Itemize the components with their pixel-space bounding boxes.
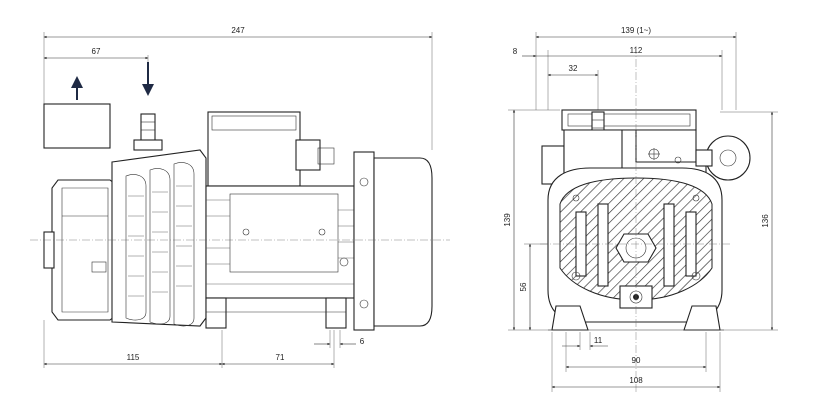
- dim-foot-offset-label: 115: [127, 353, 140, 362]
- motor-body: [205, 185, 355, 299]
- dimension-foot-spacing: 71: [221, 330, 335, 368]
- dimension-inlet-offset: 67: [43, 47, 149, 95]
- dim-height-right-label: 136: [761, 214, 770, 228]
- side-view: 247 67: [30, 26, 450, 368]
- dimension-top-width: 8 112: [513, 46, 723, 110]
- dim-base-width-label: 108: [629, 376, 643, 385]
- dim-axis-height-label: 56: [519, 282, 528, 291]
- screw-icon: [572, 194, 580, 202]
- dimension-base-width: 108: [551, 332, 721, 392]
- dim-overall-width-label: 139 (1~): [621, 26, 651, 35]
- screw-icon: [359, 177, 369, 187]
- exhaust-box: [43, 103, 111, 149]
- screw-icon: [692, 194, 700, 202]
- dimension-overall-width: 139 (1~): [535, 26, 737, 110]
- finned-pump-housing: [111, 149, 207, 327]
- screw-icon: [359, 299, 369, 309]
- screw-icon: [339, 257, 349, 267]
- end-mounting-feet: [548, 305, 724, 331]
- dim-overall-height-label: 139: [503, 213, 512, 227]
- pump-end-cover: [43, 179, 121, 321]
- dim-flange-offset-label: 8: [513, 47, 518, 56]
- dimension-foot-slot: 6: [314, 330, 365, 348]
- dim-foot-spacing-label: 71: [276, 353, 285, 362]
- dimension-height-right: 136: [720, 111, 778, 331]
- fan-cover: [373, 157, 433, 327]
- dim-end-foot-slot-label: 11: [594, 336, 603, 345]
- end-view: 139 (1~) 8 112 32 139 56: [503, 26, 778, 392]
- terminal-box: [207, 111, 335, 187]
- ground-symbol-icon: [648, 148, 660, 160]
- dim-overall-length-label: 247: [231, 26, 245, 35]
- motor-end-cap: [353, 151, 375, 331]
- dim-foot-slot-label: 6: [360, 337, 365, 346]
- dim-end-foot-spacing-label: 90: [632, 356, 641, 365]
- exhaust-arrow-icon: [71, 76, 83, 100]
- inlet-nipple: [133, 113, 163, 151]
- dimension-end-foot-spacing: 90: [565, 332, 707, 372]
- cable-gland: [695, 135, 751, 181]
- screw-icon: [242, 228, 250, 236]
- inlet-arrow-icon: [142, 62, 154, 96]
- screw-icon: [674, 156, 682, 164]
- end-top-block: [561, 109, 697, 131]
- screw-icon: [571, 271, 581, 281]
- dim-port-offset-label: 32: [569, 64, 578, 73]
- dimension-foot-offset: 115: [43, 320, 223, 368]
- dimension-end-foot-slot: 11: [562, 332, 608, 350]
- dimension-overall-length: 247: [43, 26, 433, 150]
- screw-icon: [318, 228, 326, 236]
- pump-cross-section: [547, 167, 723, 323]
- dimension-port-offset: 32: [547, 64, 599, 112]
- mounting-feet: [205, 297, 347, 329]
- dim-inlet-offset-label: 67: [92, 47, 101, 56]
- dim-top-width-label: 112: [630, 46, 643, 55]
- screw-icon: [691, 271, 701, 281]
